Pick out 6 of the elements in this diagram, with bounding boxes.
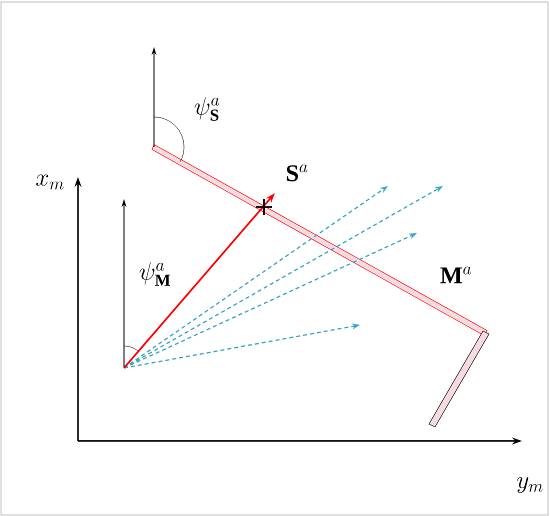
- math-label: $y_m$: [517, 476, 543, 493]
- math-label: $\mathbf{M}^{a}$: [440, 266, 471, 284]
- math-label: $\psi_{\mathbf{S}}^{a}$: [194, 97, 220, 121]
- math-label: $\psi_{\mathbf{M}}^{a}$: [140, 262, 170, 286]
- math-label: $x_m$: [36, 174, 64, 190]
- math-label: $\mathbf{S}^{a}$: [286, 164, 308, 182]
